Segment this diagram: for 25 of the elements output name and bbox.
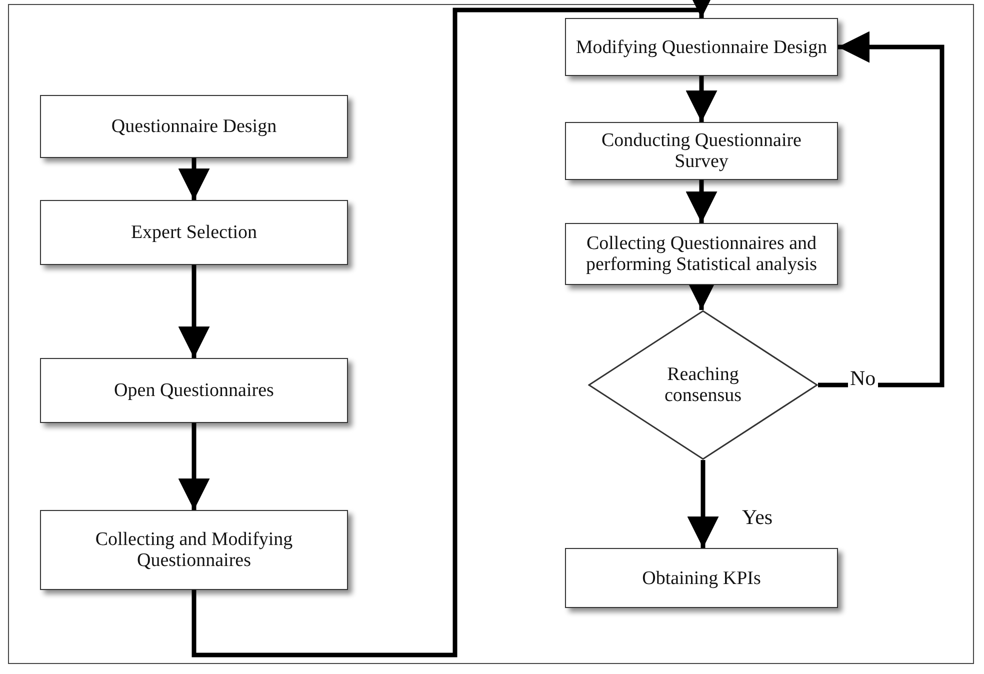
node-text: Conducting Questionnaire Survey [600, 130, 802, 172]
process-box [565, 548, 838, 608]
node-text: Reaching consensus [663, 364, 743, 406]
node-text: Open Questionnaires [113, 380, 275, 401]
arrow [818, 31, 944, 388]
arrow [178, 265, 210, 358]
process-box [40, 200, 348, 265]
node-text: Collecting and Modifying Questionnaires [94, 529, 294, 571]
decision-diamond [588, 310, 818, 460]
arrow [686, 180, 718, 223]
arrow [178, 423, 210, 510]
process-box [565, 223, 838, 285]
process-box [40, 510, 348, 590]
node-text: Expert Selection [130, 222, 258, 243]
process-box [40, 95, 348, 158]
node-text: Collecting Questionnaires and performing Statistical analysis [584, 233, 818, 275]
node-text: Questionnaire Design [110, 116, 278, 137]
node-text: Modifying Questionnaire Design [574, 36, 828, 58]
node-text: Obtaining KPIs [641, 568, 762, 588]
process-box [565, 18, 838, 76]
arrow [687, 460, 719, 548]
process-box [565, 122, 838, 180]
arrow [686, 76, 718, 122]
arrow [178, 158, 210, 200]
process-box [40, 358, 348, 423]
